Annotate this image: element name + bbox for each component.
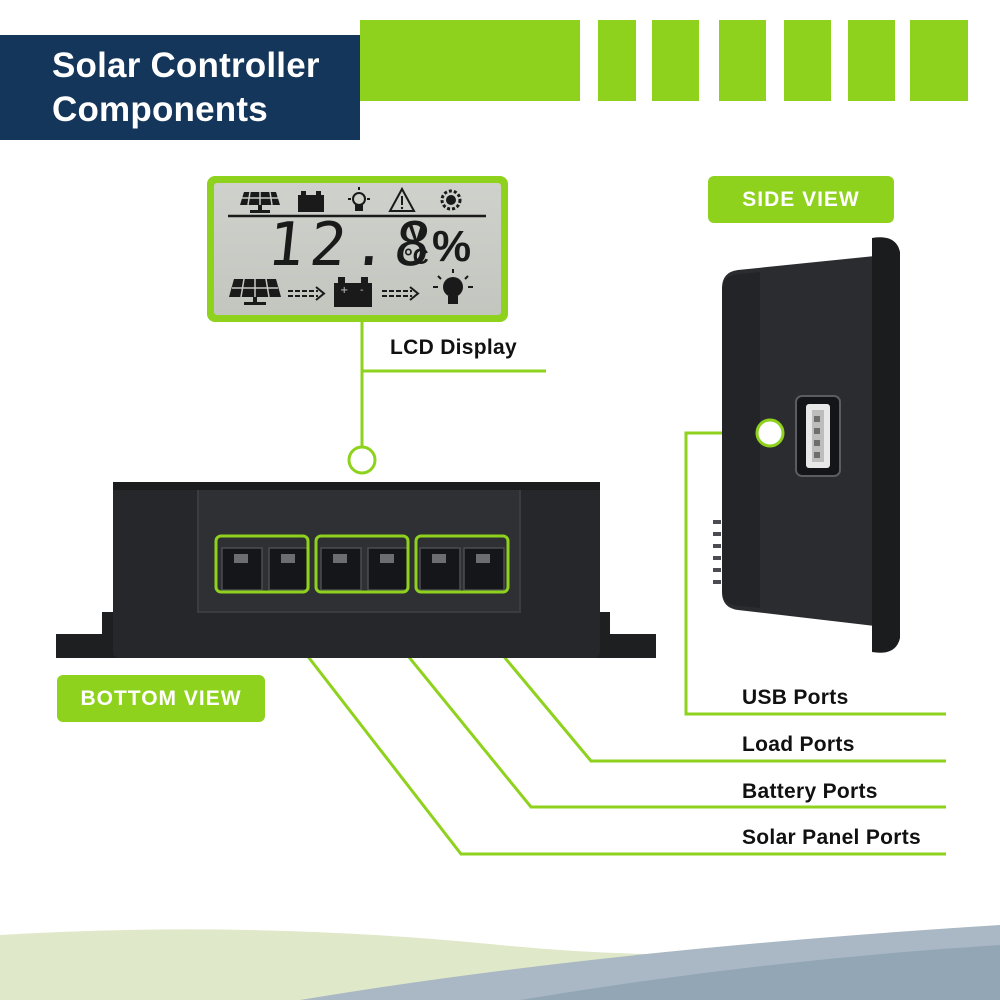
- header-stripe: [719, 20, 766, 101]
- lightbulb-icon: [348, 187, 370, 211]
- header-stripe: [910, 20, 968, 101]
- arrow-icon: [288, 286, 326, 301]
- gear-icon: [440, 189, 462, 211]
- usb-ports-callout: USB Ports: [742, 686, 849, 709]
- solar-callout-line: [256, 591, 946, 856]
- header-stripe: [652, 20, 699, 101]
- solar-panel-ports-highlight: [214, 534, 310, 594]
- bottom-view-device: [56, 482, 656, 658]
- header-stripe: [848, 20, 895, 101]
- lcd-unit-voltage: V: [408, 218, 426, 248]
- side-view-label-text: SIDE VIEW: [742, 187, 860, 211]
- title-box: Solar Controller Components: [0, 35, 360, 140]
- battery-ports-callout: Battery Ports: [742, 780, 878, 803]
- lcd-icons: + -: [228, 186, 486, 307]
- page-title-line-1: Solar Controller: [52, 45, 320, 85]
- bottom-wave-decoration: [0, 925, 1000, 1000]
- solar-panel-icon: [240, 191, 280, 213]
- svg-text:-: -: [360, 285, 364, 296]
- arrow-icon: [382, 286, 420, 301]
- side-view-label: SIDE VIEW: [708, 176, 894, 223]
- battery-callout-line: [354, 591, 946, 809]
- bottom-view-label: BOTTOM VIEW: [57, 675, 265, 722]
- lcd-unit-percent: %: [432, 222, 472, 271]
- page-title-line-2: Components: [52, 89, 268, 129]
- lightbulb-icon: [433, 269, 473, 304]
- bottom-view-label-text: BOTTOM VIEW: [80, 686, 242, 710]
- header-green-band: [360, 20, 580, 101]
- battery-ports-highlight: [314, 534, 410, 594]
- lcd-anchor-circle: [347, 445, 377, 475]
- solar-panel-icon: [229, 278, 281, 305]
- load-ports-callout: Load Ports: [742, 733, 855, 756]
- side-view-device: [713, 237, 900, 653]
- header-stripe: [598, 20, 636, 101]
- svg-text:+: +: [340, 285, 348, 296]
- warning-triangle-icon: [388, 186, 416, 212]
- usb-port-icon: [795, 395, 841, 477]
- load-ports-highlight: [414, 534, 510, 594]
- usb-anchor-circle: [755, 418, 785, 448]
- lcd-display-callout: LCD Display: [390, 336, 517, 359]
- solar-panel-ports-callout: Solar Panel Ports: [742, 826, 921, 849]
- battery-icon: + -: [334, 277, 372, 307]
- lcd-unit-temperature: °C: [404, 244, 429, 269]
- battery-icon: [298, 191, 324, 212]
- header-stripe: [784, 20, 831, 101]
